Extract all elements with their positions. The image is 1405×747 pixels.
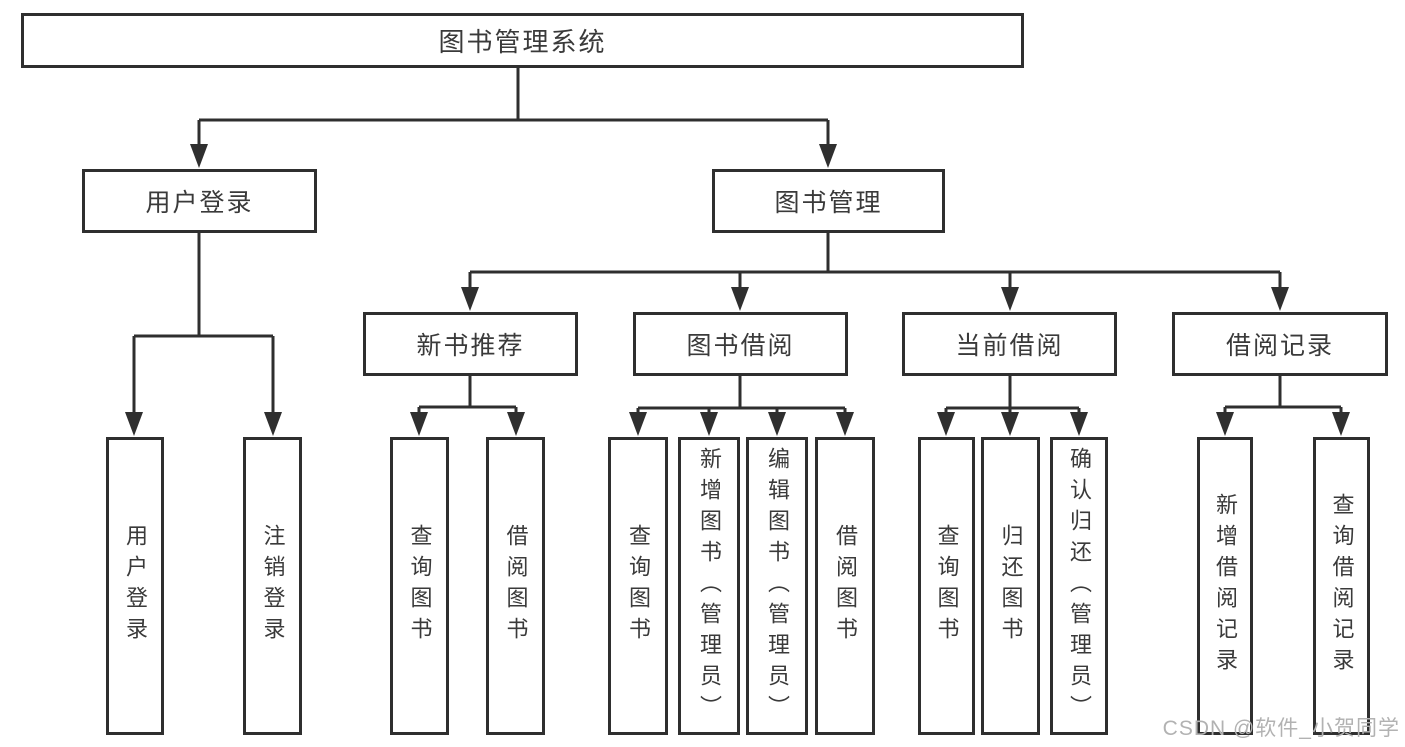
leaf-user-login: 用户登录 bbox=[106, 437, 164, 735]
leaf-query-books-borrow: 查询图书 bbox=[608, 437, 668, 735]
leaf-edit-book-admin: 编辑图书（管理员） bbox=[746, 437, 808, 735]
node-book-management: 图书管理 bbox=[712, 169, 945, 233]
leaf-return-books: 归还图书 bbox=[981, 437, 1040, 735]
leaf-confirm-return-admin: 确认归还（管理员） bbox=[1050, 437, 1108, 735]
node-current-borrow: 当前借阅 bbox=[902, 312, 1117, 376]
node-user-login: 用户登录 bbox=[82, 169, 317, 233]
leaf-query-books-recommend: 查询图书 bbox=[390, 437, 449, 735]
node-book-borrow: 图书借阅 bbox=[633, 312, 848, 376]
leaf-add-book-admin: 新增图书（管理员） bbox=[678, 437, 740, 735]
leaf-borrow-books: 借阅图书 bbox=[815, 437, 875, 735]
node-borrow-records: 借阅记录 bbox=[1172, 312, 1388, 376]
leaf-borrow-books-recommend: 借阅图书 bbox=[486, 437, 545, 735]
leaf-query-borrow-record: 查询借阅记录 bbox=[1313, 437, 1370, 735]
leaf-query-books-current: 查询图书 bbox=[918, 437, 975, 735]
node-library-management-system: 图书管理系统 bbox=[21, 13, 1024, 68]
leaf-add-borrow-record: 新增借阅记录 bbox=[1197, 437, 1253, 735]
leaf-logout: 注销登录 bbox=[243, 437, 302, 735]
node-new-book-recommend: 新书推荐 bbox=[363, 312, 578, 376]
